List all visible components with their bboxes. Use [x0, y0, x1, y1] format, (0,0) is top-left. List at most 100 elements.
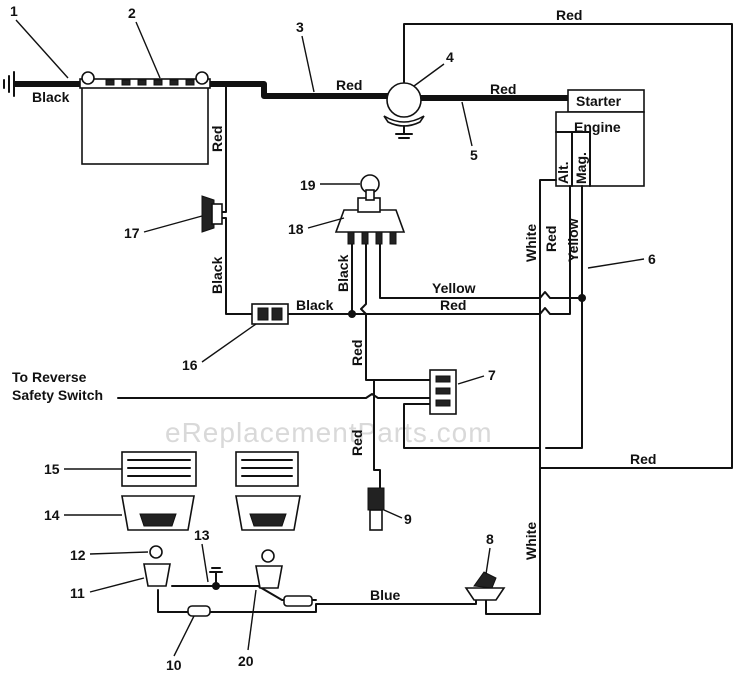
wire-yellow-vert — [545, 185, 583, 449]
svg-text:2: 2 — [128, 5, 136, 21]
callout-6: 6 — [587, 251, 656, 269]
battery-caps — [105, 79, 195, 86]
label-black-ground: Black — [32, 89, 70, 105]
svg-text:7: 7 — [488, 367, 496, 383]
label-red-vert: Red — [543, 226, 559, 252]
callout-7-upper: 7 — [457, 367, 496, 385]
starter-label: Starter — [576, 93, 622, 109]
wire-reverse — [117, 393, 433, 399]
svg-text:8: 8 — [486, 531, 494, 547]
svg-text:5: 5 — [470, 147, 478, 163]
callout-2: 2 — [128, 5, 161, 79]
label-red-top: Red — [556, 7, 582, 23]
wire-red-9 — [373, 379, 381, 489]
starter-solenoid — [383, 82, 425, 139]
label-red-down: Red — [349, 340, 365, 366]
svg-text:12: 12 — [70, 547, 86, 563]
wire-blue — [157, 589, 477, 613]
svg-text:9: 9 — [404, 511, 412, 527]
engine-label: Engine — [574, 119, 621, 135]
label-yellow-mid: Yellow — [432, 280, 476, 296]
connector-block-7 — [429, 369, 457, 415]
reverse-switch-line2: Safety Switch — [12, 387, 103, 403]
label-black-16: Black — [296, 297, 334, 313]
battery — [79, 71, 211, 165]
svg-text:19: 19 — [300, 177, 316, 193]
callout-5: 5 — [461, 101, 478, 163]
svg-text:18: 18 — [288, 221, 304, 237]
bulb-right-12 — [261, 549, 275, 563]
svg-text:3: 3 — [296, 19, 304, 35]
label-red-battery-drop: Red — [209, 126, 225, 152]
wire-yellow-mid — [379, 243, 583, 299]
headlight-lens-right-15 — [235, 451, 299, 487]
callout-13: 13 — [194, 527, 210, 583]
label-red-main-left: Red — [336, 77, 362, 93]
headlight-housing-right-14 — [235, 495, 301, 531]
main-red-cable — [200, 81, 390, 99]
wire-red-down — [360, 243, 433, 381]
svg-text:20: 20 — [238, 653, 254, 669]
svg-text:4: 4 — [446, 49, 454, 65]
wire-red-top — [403, 23, 733, 469]
svg-text:10: 10 — [166, 657, 182, 673]
wire-white-vert — [485, 179, 557, 615]
label-red-to9: Red — [349, 430, 365, 456]
fuse-holder-9 — [367, 487, 385, 531]
reverse-switch-line1: To Reverse — [12, 369, 87, 385]
callout-19: 19 — [300, 177, 360, 193]
headlight-housing-left-14 — [121, 495, 195, 531]
svg-text:17: 17 — [124, 225, 140, 241]
svg-text:11: 11 — [70, 585, 85, 601]
callout-12: 12 — [70, 547, 149, 563]
seat-switch-8 — [464, 571, 506, 601]
label-white-vert: White — [523, 224, 539, 262]
svg-text:13: 13 — [194, 527, 210, 543]
socket-left-11 — [143, 563, 171, 587]
connector-20 — [283, 595, 313, 607]
headlight-lens-left-15 — [121, 451, 197, 487]
svg-text:15: 15 — [44, 461, 60, 477]
label-blue: Blue — [370, 587, 401, 603]
watermark: eReplacementParts.com — [165, 417, 493, 448]
label-red-lower-right: Red — [630, 451, 656, 467]
callout-20: 20 — [238, 589, 257, 669]
svg-text:6: 6 — [648, 251, 656, 267]
callout-14: 14 — [44, 507, 122, 523]
label-black-17: Black — [209, 256, 225, 294]
label-white-lower: White — [523, 522, 539, 560]
ground-symbol-left — [3, 71, 15, 97]
callout-8: 8 — [485, 531, 494, 575]
svg-text:1: 1 — [10, 3, 18, 19]
label-yellow-vert: Yellow — [565, 218, 581, 262]
svg-text:16: 16 — [182, 357, 198, 373]
callout-17: 17 — [124, 215, 203, 241]
callout-11: 11 — [70, 577, 145, 601]
connector-10 — [187, 605, 211, 617]
callout-1: 1 — [10, 3, 69, 79]
key-switch-18 — [334, 197, 406, 245]
starter-engine: Starter Engine Alt. Mag. — [555, 89, 645, 187]
callout-10: 10 — [166, 615, 195, 673]
bulb-left-12 — [149, 545, 163, 559]
callout-15: 15 — [44, 461, 122, 477]
callout-16: 16 — [182, 323, 257, 373]
callout-4: 4 — [413, 49, 454, 87]
label-black-18: Black — [335, 254, 351, 292]
wire-7-loop — [403, 403, 541, 449]
callout-18: 18 — [288, 217, 345, 237]
wire-red-mid — [351, 185, 571, 315]
mag-label: Mag. — [573, 152, 589, 184]
svg-text:14: 14 — [44, 507, 60, 523]
switch-16 — [251, 303, 289, 325]
ground-symbol-13 — [209, 567, 223, 587]
alt-label: Alt. — [555, 161, 571, 184]
callout-3: 3 — [296, 19, 315, 93]
label-red-main-right: Red — [490, 81, 516, 97]
label-red-mid: Red — [440, 297, 466, 313]
socket-right-11 — [255, 565, 283, 589]
callout-9: 9 — [383, 509, 412, 527]
connector-17 — [201, 195, 223, 233]
ignition-key-19 — [360, 174, 380, 201]
